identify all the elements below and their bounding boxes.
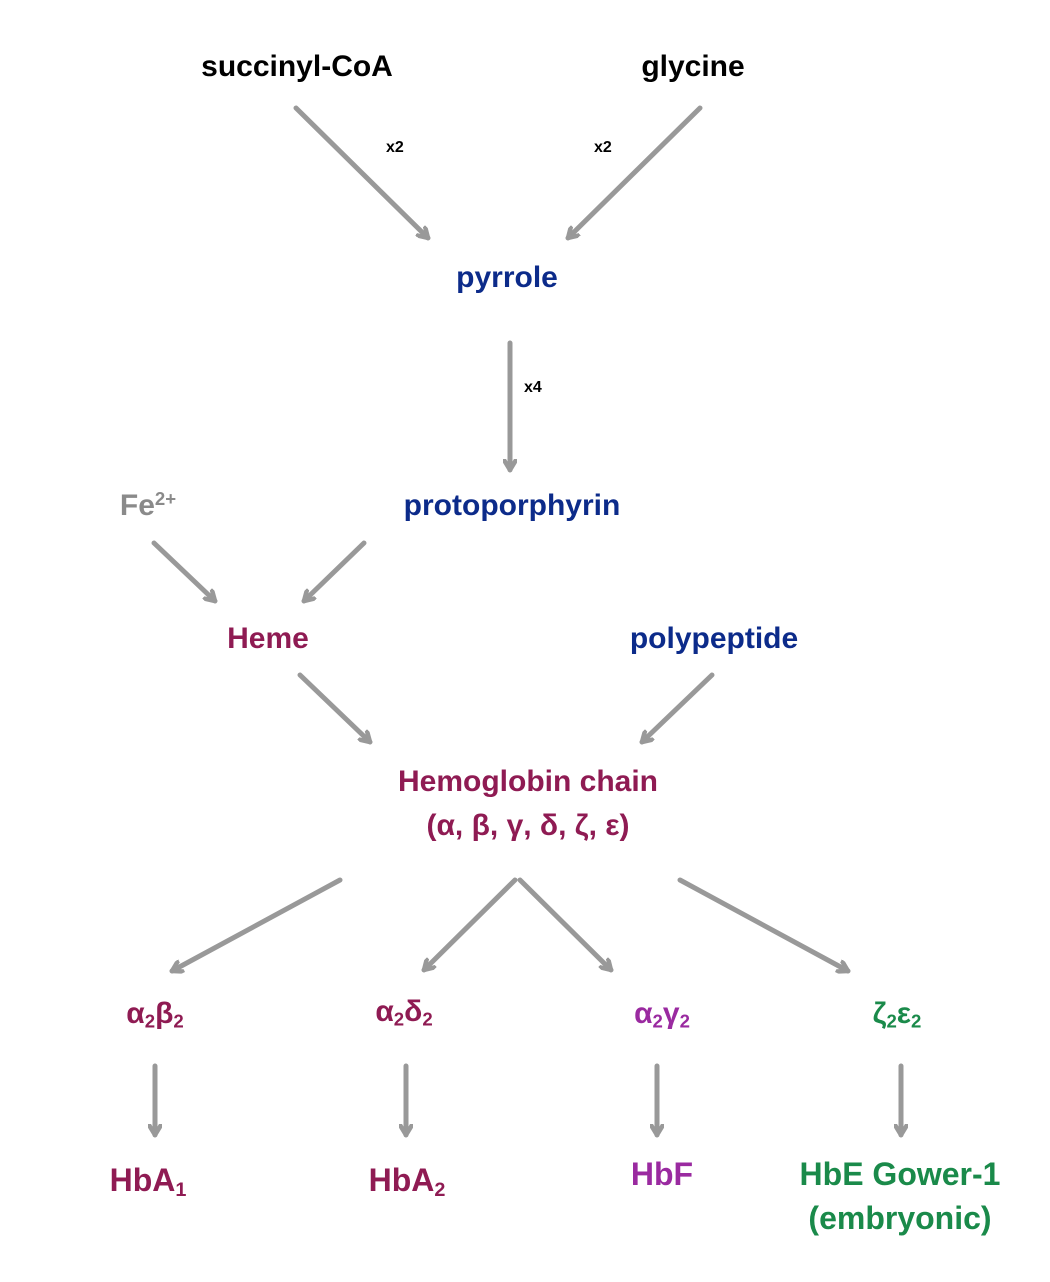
tetramer-z2e2: ζ2ε2 [872, 997, 922, 1032]
product-hbe-gower-1: HbE Gower-1 (embryonic) [800, 1154, 1001, 1238]
hemoglobin-chain-types: (α, β, γ, δ, ζ, ε) [426, 808, 630, 842]
heme-label: Heme [227, 622, 309, 655]
succinyl-coa-label: succinyl-CoA [201, 50, 393, 83]
tetramer-a2b2: α2β2 [126, 997, 184, 1032]
polypeptide-label: polypeptide [629, 622, 799, 655]
arrow-hemoglobin-to-a2b2 [169, 877, 343, 971]
hbe-note: (embryonic) [808, 1200, 992, 1236]
arrow-hemoglobin-to-a2g2 [517, 877, 614, 973]
arrow-hemoglobin-to-a2d2 [421, 877, 518, 973]
glycine-multiplier: x2 [594, 139, 612, 156]
arrow-protoporphyrin-to-heme [301, 540, 367, 604]
hemoglobin-chain-label: Hemoglobin chain (α, β, γ, δ, ζ, ε) [398, 763, 658, 844]
arrow-succinyl-to-pyrrole [293, 105, 431, 241]
iron-charge: 2+ [154, 488, 177, 509]
tetramer-a2d2: α2δ2 [375, 995, 433, 1030]
pyrrole-label: pyrrole [456, 261, 558, 294]
glycine-label: glycine [641, 50, 745, 83]
product-hba1: HbA1 [109, 1162, 187, 1201]
arrow-polypeptide-to-hemoglobin [639, 672, 715, 745]
hemoglobin-chain-title: Hemoglobin chain [397, 765, 659, 798]
protoporphyrin-label: protoporphyrin [403, 489, 621, 522]
product-hbf: HbF [630, 1156, 694, 1192]
arrow-iron-to-heme [151, 540, 218, 604]
product-hba2: HbA2 [368, 1162, 446, 1201]
succinyl-multiplier: x2 [386, 139, 404, 156]
iron-symbol: Fe [119, 489, 155, 523]
tetramer-a2g2: α2γ2 [634, 997, 690, 1032]
arrow-heme-to-hemoglobin [297, 672, 373, 745]
hbe-name: HbE Gower-1 [799, 1156, 1001, 1192]
iron-ion-label: Fe2+ [120, 487, 176, 525]
arrow-glycine-to-pyrrole [565, 105, 703, 241]
arrow-hemoglobin-to-z2e2 [677, 877, 851, 971]
pyrrole-multiplier: x4 [524, 379, 542, 396]
